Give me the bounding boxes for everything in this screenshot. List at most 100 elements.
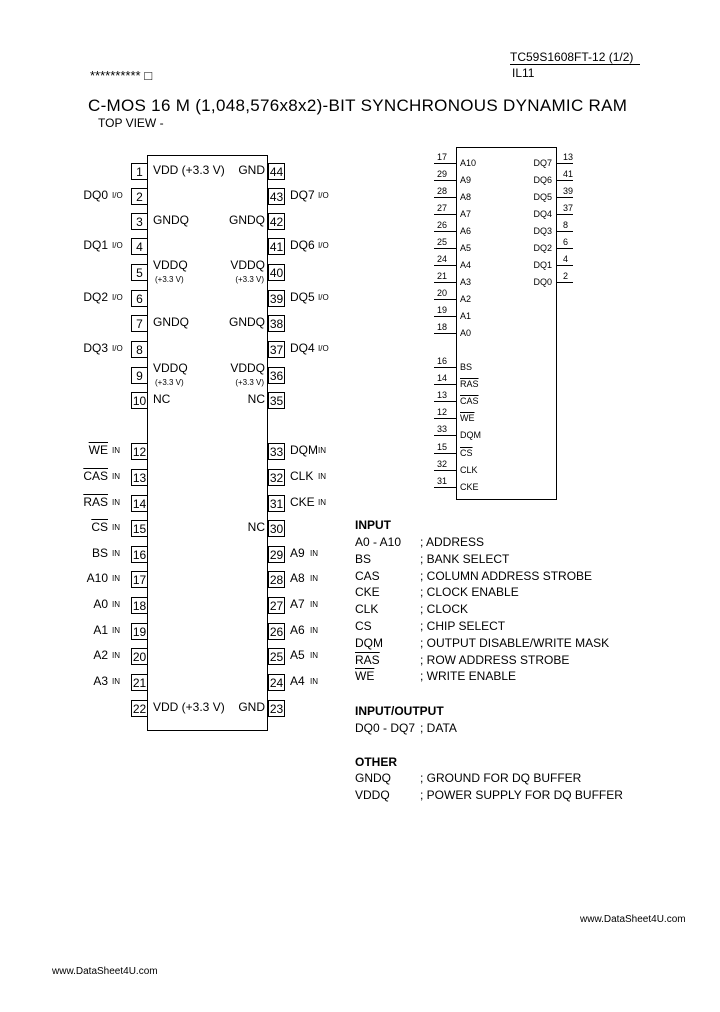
pin-number: 24 xyxy=(437,254,448,264)
pin-name: DQ7 xyxy=(290,188,315,202)
pin-number-box: 26 xyxy=(268,623,285,640)
pin-lead xyxy=(557,180,573,181)
pin-lead xyxy=(434,470,456,471)
pin-internal-label: GND xyxy=(238,163,265,177)
pin-name: DQ6 xyxy=(533,175,552,185)
pin-number: 4 xyxy=(563,254,569,264)
legend-description: ; BANK SELECT xyxy=(420,551,510,566)
pin-name: A4 xyxy=(460,260,472,270)
pin-number-box: 30 xyxy=(268,520,285,537)
pin-direction-tag: IN xyxy=(318,498,326,507)
pin-name: A7 xyxy=(290,597,305,611)
pin-direction-tag: I/O xyxy=(318,191,329,200)
pin-name: A1 xyxy=(460,311,472,321)
pin-name: A2 xyxy=(93,648,108,662)
pin-number-box: 40 xyxy=(268,264,285,281)
legend-signal: RAS xyxy=(355,652,380,667)
pin-name: CAS xyxy=(460,396,479,406)
pin-lead xyxy=(557,197,573,198)
pin-direction-tag: IN xyxy=(112,626,120,635)
pin-number-box: 3 xyxy=(131,213,148,230)
legend-signal: VDDQ xyxy=(355,788,390,802)
legend-io-header: INPUT/OUTPUT xyxy=(355,704,444,718)
pin-name: RAS xyxy=(83,495,108,509)
pin-direction-tag: IN xyxy=(318,446,326,455)
pin-number: 6 xyxy=(563,237,569,247)
pin-number-box: 12 xyxy=(131,443,148,460)
pin-number: 21 xyxy=(437,271,448,281)
footer-watermark-left: www.DataSheet4U.com xyxy=(52,966,158,977)
pin-lead xyxy=(557,163,573,164)
pin-name: A3 xyxy=(460,277,472,287)
pin-number: 28 xyxy=(437,186,448,196)
pin-name: A7 xyxy=(460,209,472,219)
pin-direction-tag: IN xyxy=(112,549,120,558)
pin-direction-tag: I/O xyxy=(112,293,123,302)
pin-internal-label: GNDQ xyxy=(229,315,265,329)
pin-lead xyxy=(434,180,456,181)
pin-lead xyxy=(557,248,573,249)
pin-lead xyxy=(434,367,456,368)
pin-name: A10 xyxy=(86,571,108,585)
pin-lead xyxy=(434,282,456,283)
pin-name: CKE xyxy=(460,482,479,492)
pin-lead xyxy=(434,299,456,300)
pin-number-box: 44 xyxy=(268,163,285,180)
pin-number: 14 xyxy=(437,373,448,383)
pin-number-box: 37 xyxy=(268,341,285,358)
legend-signal: CLK xyxy=(355,602,379,617)
pin-name: A8 xyxy=(460,192,472,202)
legend-signal: WE xyxy=(355,669,375,684)
pin-direction-tag: I/O xyxy=(112,191,123,200)
legend-description: ; WRITE ENABLE xyxy=(420,669,517,684)
stars-line: ********** □ xyxy=(90,68,153,83)
pin-lead xyxy=(434,214,456,215)
pin-number: 8 xyxy=(563,220,569,230)
pin-direction-tag: I/O xyxy=(318,293,329,302)
pin-direction-tag: I/O xyxy=(112,344,123,353)
pin-number-box: 41 xyxy=(268,238,285,255)
pin-number: 13 xyxy=(437,390,448,400)
pin-number-box: 10 xyxy=(131,392,148,409)
pin-lead xyxy=(434,231,456,232)
pin-name: DQ6 xyxy=(290,238,315,252)
pin-direction-tag: IN xyxy=(318,472,326,481)
pin-lead xyxy=(434,333,456,334)
pin-direction-tag: IN xyxy=(112,574,120,583)
pin-lead xyxy=(434,384,456,385)
pin-number: 16 xyxy=(437,356,448,366)
pin-lead xyxy=(434,401,456,402)
pin-number-box: 16 xyxy=(131,546,148,563)
pin-lead xyxy=(557,214,573,215)
pin-number-box: 25 xyxy=(268,648,285,665)
legend-description: ; COLUMN ADDRESS STROBE xyxy=(420,568,593,583)
legend-signal: DQM xyxy=(355,635,383,650)
pin-name: A10 xyxy=(460,158,477,168)
legend-other-header: OTHER xyxy=(355,755,397,769)
pin-direction-tag: IN xyxy=(112,472,120,481)
view-label: TOP VIEW - xyxy=(98,116,164,130)
pin-internal-label: VDDQ xyxy=(153,361,188,375)
pin-internal-label: NC xyxy=(247,392,265,406)
sub-code: IL11 xyxy=(512,66,535,80)
pin-direction-tag: I/O xyxy=(112,241,123,250)
pin-number: 31 xyxy=(437,476,448,486)
pin-name: DQ2 xyxy=(533,243,552,253)
pin-name: DQM xyxy=(460,430,481,440)
pin-name: A9 xyxy=(290,546,305,560)
pin-lead xyxy=(434,418,456,419)
pin-internal-label: VDDQ xyxy=(153,258,188,272)
pin-name: DQM xyxy=(290,443,318,457)
pin-direction-tag: IN xyxy=(310,549,318,558)
pin-number-box: 21 xyxy=(131,674,148,691)
pin-number-box: 5 xyxy=(131,264,148,281)
pin-name: DQ5 xyxy=(290,290,315,304)
pin-lead xyxy=(434,197,456,198)
pin-number: 33 xyxy=(437,424,448,434)
pin-name: RAS xyxy=(460,379,479,389)
pin-number-box: 6 xyxy=(131,290,148,307)
pinout-package xyxy=(147,155,268,731)
pin-number-box: 23 xyxy=(268,700,285,717)
pin-name: BS xyxy=(91,546,108,560)
pin-internal-label: GNDQ xyxy=(153,213,189,227)
